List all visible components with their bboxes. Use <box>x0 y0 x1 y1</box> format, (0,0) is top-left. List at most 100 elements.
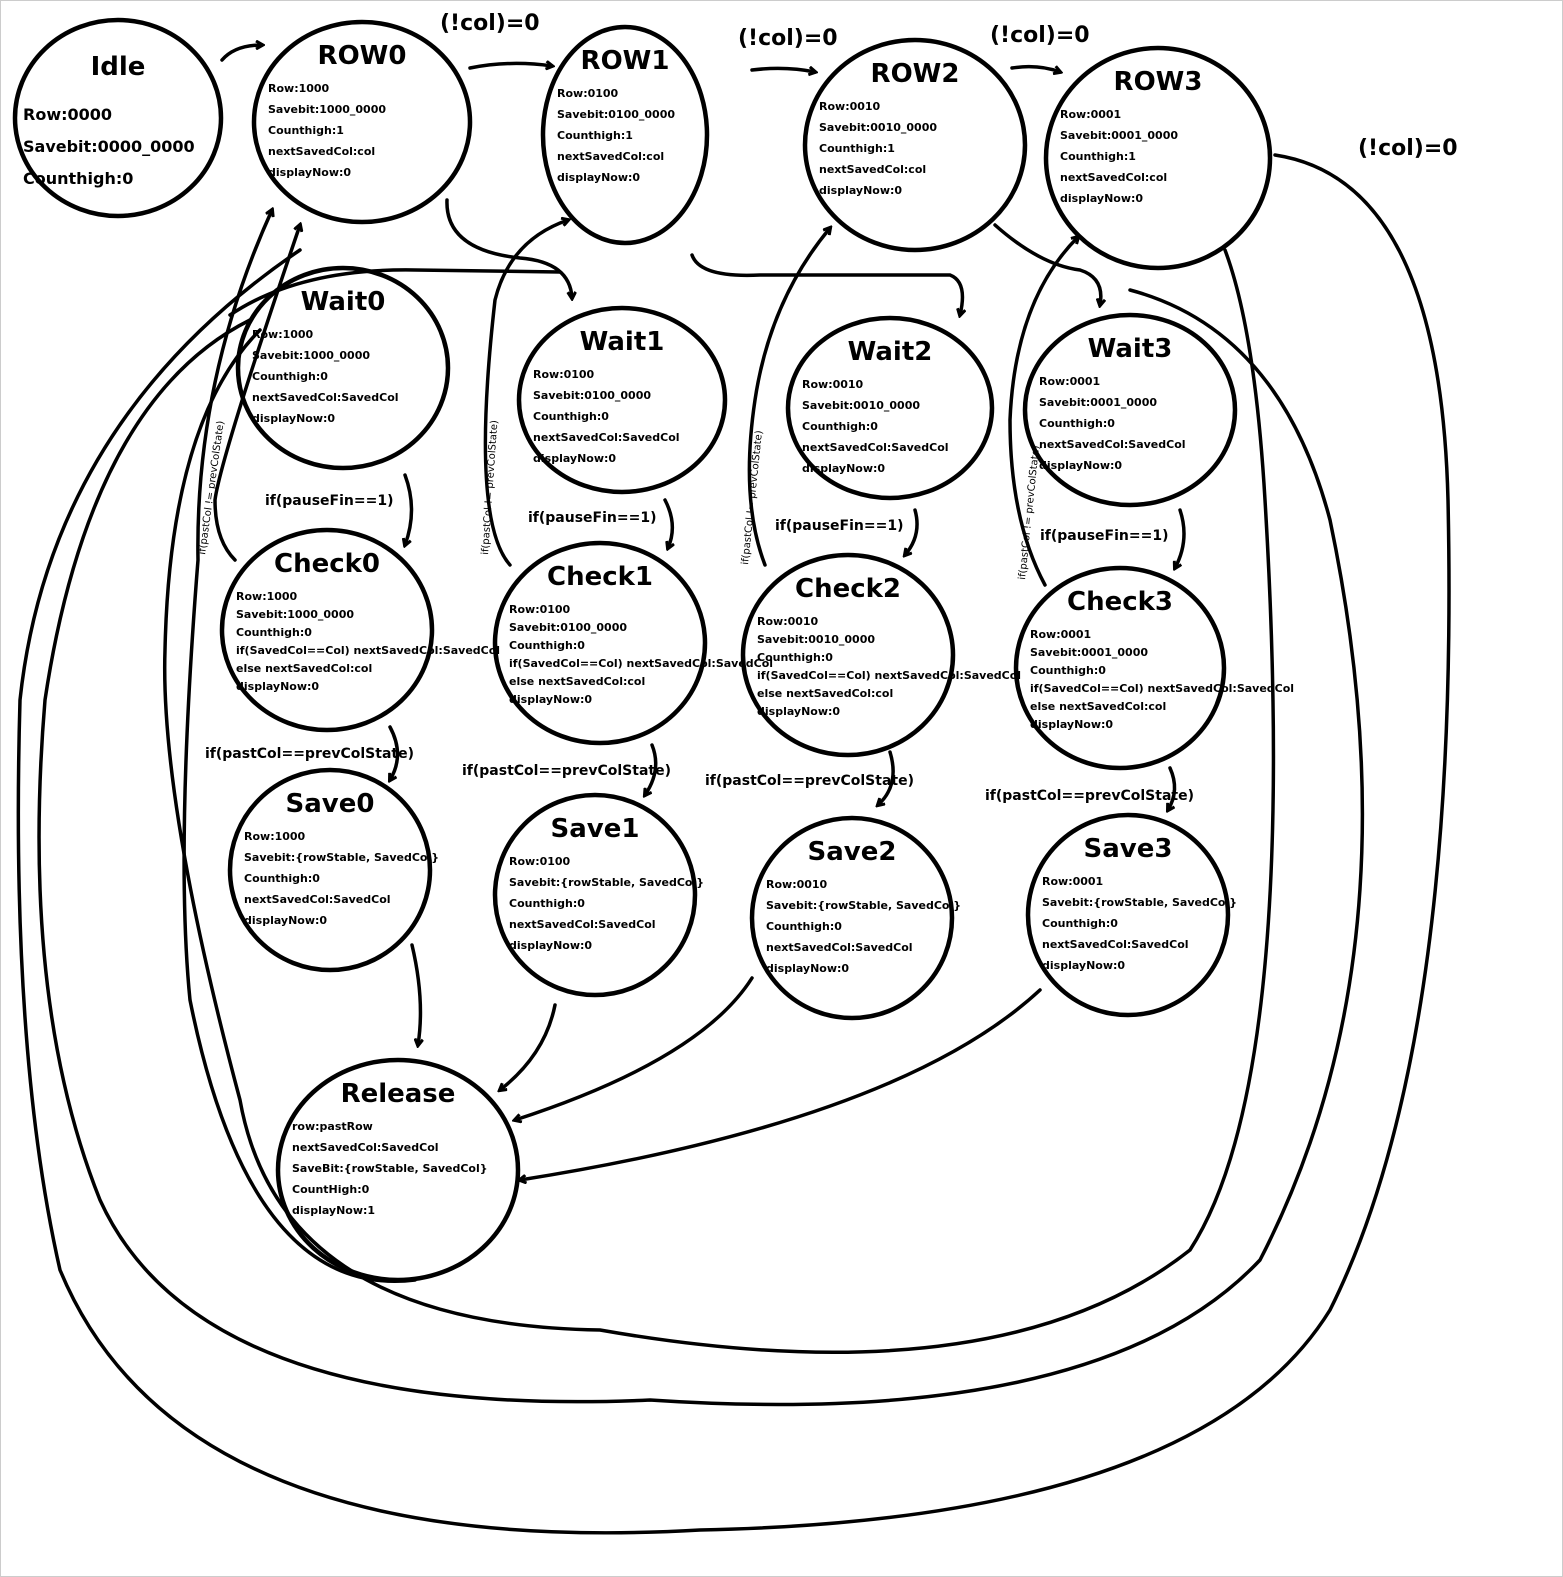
state-circle <box>1022 312 1238 508</box>
state-attribute: Row:0010 <box>757 615 819 628</box>
edge-wait1-check1 <box>663 498 672 548</box>
state-attribute: Savebit:{rowStable, SavedCol} <box>766 899 961 912</box>
state-attribute: Savebit:0000_0000 <box>23 137 195 156</box>
state-attribute: Counthigh:0 <box>1030 664 1106 677</box>
state-attribute: Row:1000 <box>268 82 330 95</box>
state-attribute: Savebit:0010_0000 <box>802 399 920 412</box>
state-attribute: displayNow:0 <box>509 693 592 706</box>
state-name: Wait3 <box>1088 334 1173 364</box>
state-attribute: Savebit:0001_0000 <box>1030 646 1148 659</box>
edge-save1-release <box>500 1003 557 1090</box>
edge-wait2-check2 <box>905 508 919 555</box>
pause-fin-label-2: if(pauseFin==1) <box>775 518 903 534</box>
state-attribute: Savebit:1000_0000 <box>268 103 386 116</box>
state-name: Save0 <box>286 789 375 819</box>
state-wait0: Wait0Row:1000Savebit:1000_0000Counthigh:… <box>235 265 451 471</box>
state-attribute: nextSavedCol:SavedCol <box>533 431 680 444</box>
state-circle <box>12 17 224 219</box>
state-attribute: Counthigh:0 <box>802 420 878 433</box>
no-col-label-3: (!col)=0 <box>1358 136 1458 161</box>
edge-check3-row3 <box>1008 237 1078 587</box>
edge-check3-save3 <box>1168 766 1177 810</box>
state-attribute: Counthigh:0 <box>533 410 609 423</box>
state-attribute: Row:0010 <box>819 100 881 113</box>
edge-wait0-row <box>228 268 562 317</box>
edge-row3-row0-loop2 <box>37 288 1365 1407</box>
state-name: Wait1 <box>580 327 665 357</box>
no-col-label-2: (!col)=0 <box>990 23 1090 48</box>
state-wait3: Wait3Row:0001Savebit:0001_0000Counthigh:… <box>1022 312 1238 508</box>
state-name: Check2 <box>795 574 901 604</box>
state-attribute: Row:1000 <box>252 328 314 341</box>
state-attribute: Savebit:{rowStable, SavedCol} <box>509 876 704 889</box>
state-attribute: Counthigh:0 <box>1039 417 1115 430</box>
past-neq-label-2: if(pastCol != prevColState) <box>740 430 765 565</box>
state-row3: ROW3Row:0001Savebit:0001_0000Counthigh:1… <box>1043 45 1273 271</box>
past-eq-label-2: if(pastCol==prevColState) <box>705 773 914 789</box>
state-attribute: Savebit:1000_0000 <box>252 349 370 362</box>
state-attribute: else nextSavedCol:col <box>509 675 645 688</box>
edge-save0-release <box>410 943 420 1045</box>
state-attribute: displayNow:0 <box>268 166 351 179</box>
state-circle <box>227 767 433 973</box>
state-attribute: Row:0100 <box>509 855 571 868</box>
state-attribute: Row:0001 <box>1030 628 1091 641</box>
state-circle <box>785 315 995 501</box>
state-attribute: displayNow:0 <box>1042 959 1125 972</box>
state-attribute: Counthigh:1 <box>1060 150 1136 163</box>
state-attribute: nextSavedCol:col <box>819 163 926 176</box>
state-name: Idle <box>91 52 146 82</box>
state-attribute: Row:0100 <box>533 368 595 381</box>
state-attribute: if(SavedCol==Col) nextSavedCol:SavedCol <box>509 657 773 670</box>
state-attribute: Counthigh:1 <box>557 129 633 142</box>
state-attribute: displayNow:0 <box>1060 192 1143 205</box>
state-attribute: SaveBit:{rowStable, SavedCol} <box>292 1162 488 1175</box>
edge-release-row0 <box>182 210 417 1283</box>
state-attribute: row:pastRow <box>292 1120 373 1133</box>
state-attribute: Savebit:0100_0000 <box>557 108 675 121</box>
state-attribute: Savebit:0010_0000 <box>757 633 875 646</box>
state-attribute: nextSavedCol:col <box>268 145 375 158</box>
states: IdleRow:0000Savebit:0000_0000Counthigh:0… <box>12 17 1294 1283</box>
state-attribute: Savebit:0001_0000 <box>1039 396 1157 409</box>
state-name: Save1 <box>551 814 640 844</box>
state-attribute: nextSavedCol:SavedCol <box>802 441 949 454</box>
past-eq-label-3: if(pastCol==prevColState) <box>985 788 1194 804</box>
state-attribute: Counthigh:0 <box>23 169 133 188</box>
state-circle <box>1025 812 1231 1018</box>
state-attribute: nextSavedCol:SavedCol <box>766 941 913 954</box>
state-circle <box>251 19 473 225</box>
state-attribute: nextSavedCol:SavedCol <box>292 1141 439 1154</box>
state-attribute: Row:0010 <box>766 878 828 891</box>
state-wait1: Wait1Row:0100Savebit:0100_0000Counthigh:… <box>516 305 728 495</box>
state-circle <box>1043 45 1273 271</box>
state-attribute: nextSavedCol:SavedCol <box>1039 438 1186 451</box>
state-attribute: Savebit:{rowStable, SavedCol} <box>244 851 439 864</box>
state-attribute: CountHigh:0 <box>292 1183 370 1196</box>
edge-row2-row3 <box>1010 64 1060 72</box>
state-name: ROW3 <box>1114 67 1203 97</box>
edge-row0-wait1 <box>445 198 572 298</box>
state-attribute: Row:0100 <box>509 603 571 616</box>
state-name: Check1 <box>547 562 653 592</box>
state-circle <box>275 1057 521 1283</box>
state-circle <box>749 815 955 1021</box>
no-col-label-0: (!col)=0 <box>440 11 540 36</box>
edge-idle-row0 <box>220 45 262 62</box>
state-attribute: displayNow:0 <box>557 171 640 184</box>
edge-row1-wait2 <box>690 253 962 315</box>
state-circle <box>740 552 956 758</box>
state-check2: Check2Row:0010Savebit:0010_0000Counthigh… <box>740 552 1021 758</box>
state-attribute: if(SavedCol==Col) nextSavedCol:SavedCol <box>236 644 500 657</box>
state-name: Check0 <box>274 549 380 579</box>
state-attribute: displayNow:0 <box>252 412 335 425</box>
pause-fin-label-0: if(pauseFin==1) <box>265 493 393 509</box>
state-attribute: displayNow:0 <box>244 914 327 927</box>
edge-save2-release <box>515 976 754 1120</box>
past-eq-label-1: if(pastCol==prevColState) <box>462 763 671 779</box>
state-attribute: Counthigh:1 <box>819 142 895 155</box>
state-attribute: if(SavedCol==Col) nextSavedCol:SavedCol <box>1030 682 1294 695</box>
state-circle <box>802 37 1028 253</box>
state-wait2: Wait2Row:0010Savebit:0010_0000Counthigh:… <box>785 315 995 501</box>
